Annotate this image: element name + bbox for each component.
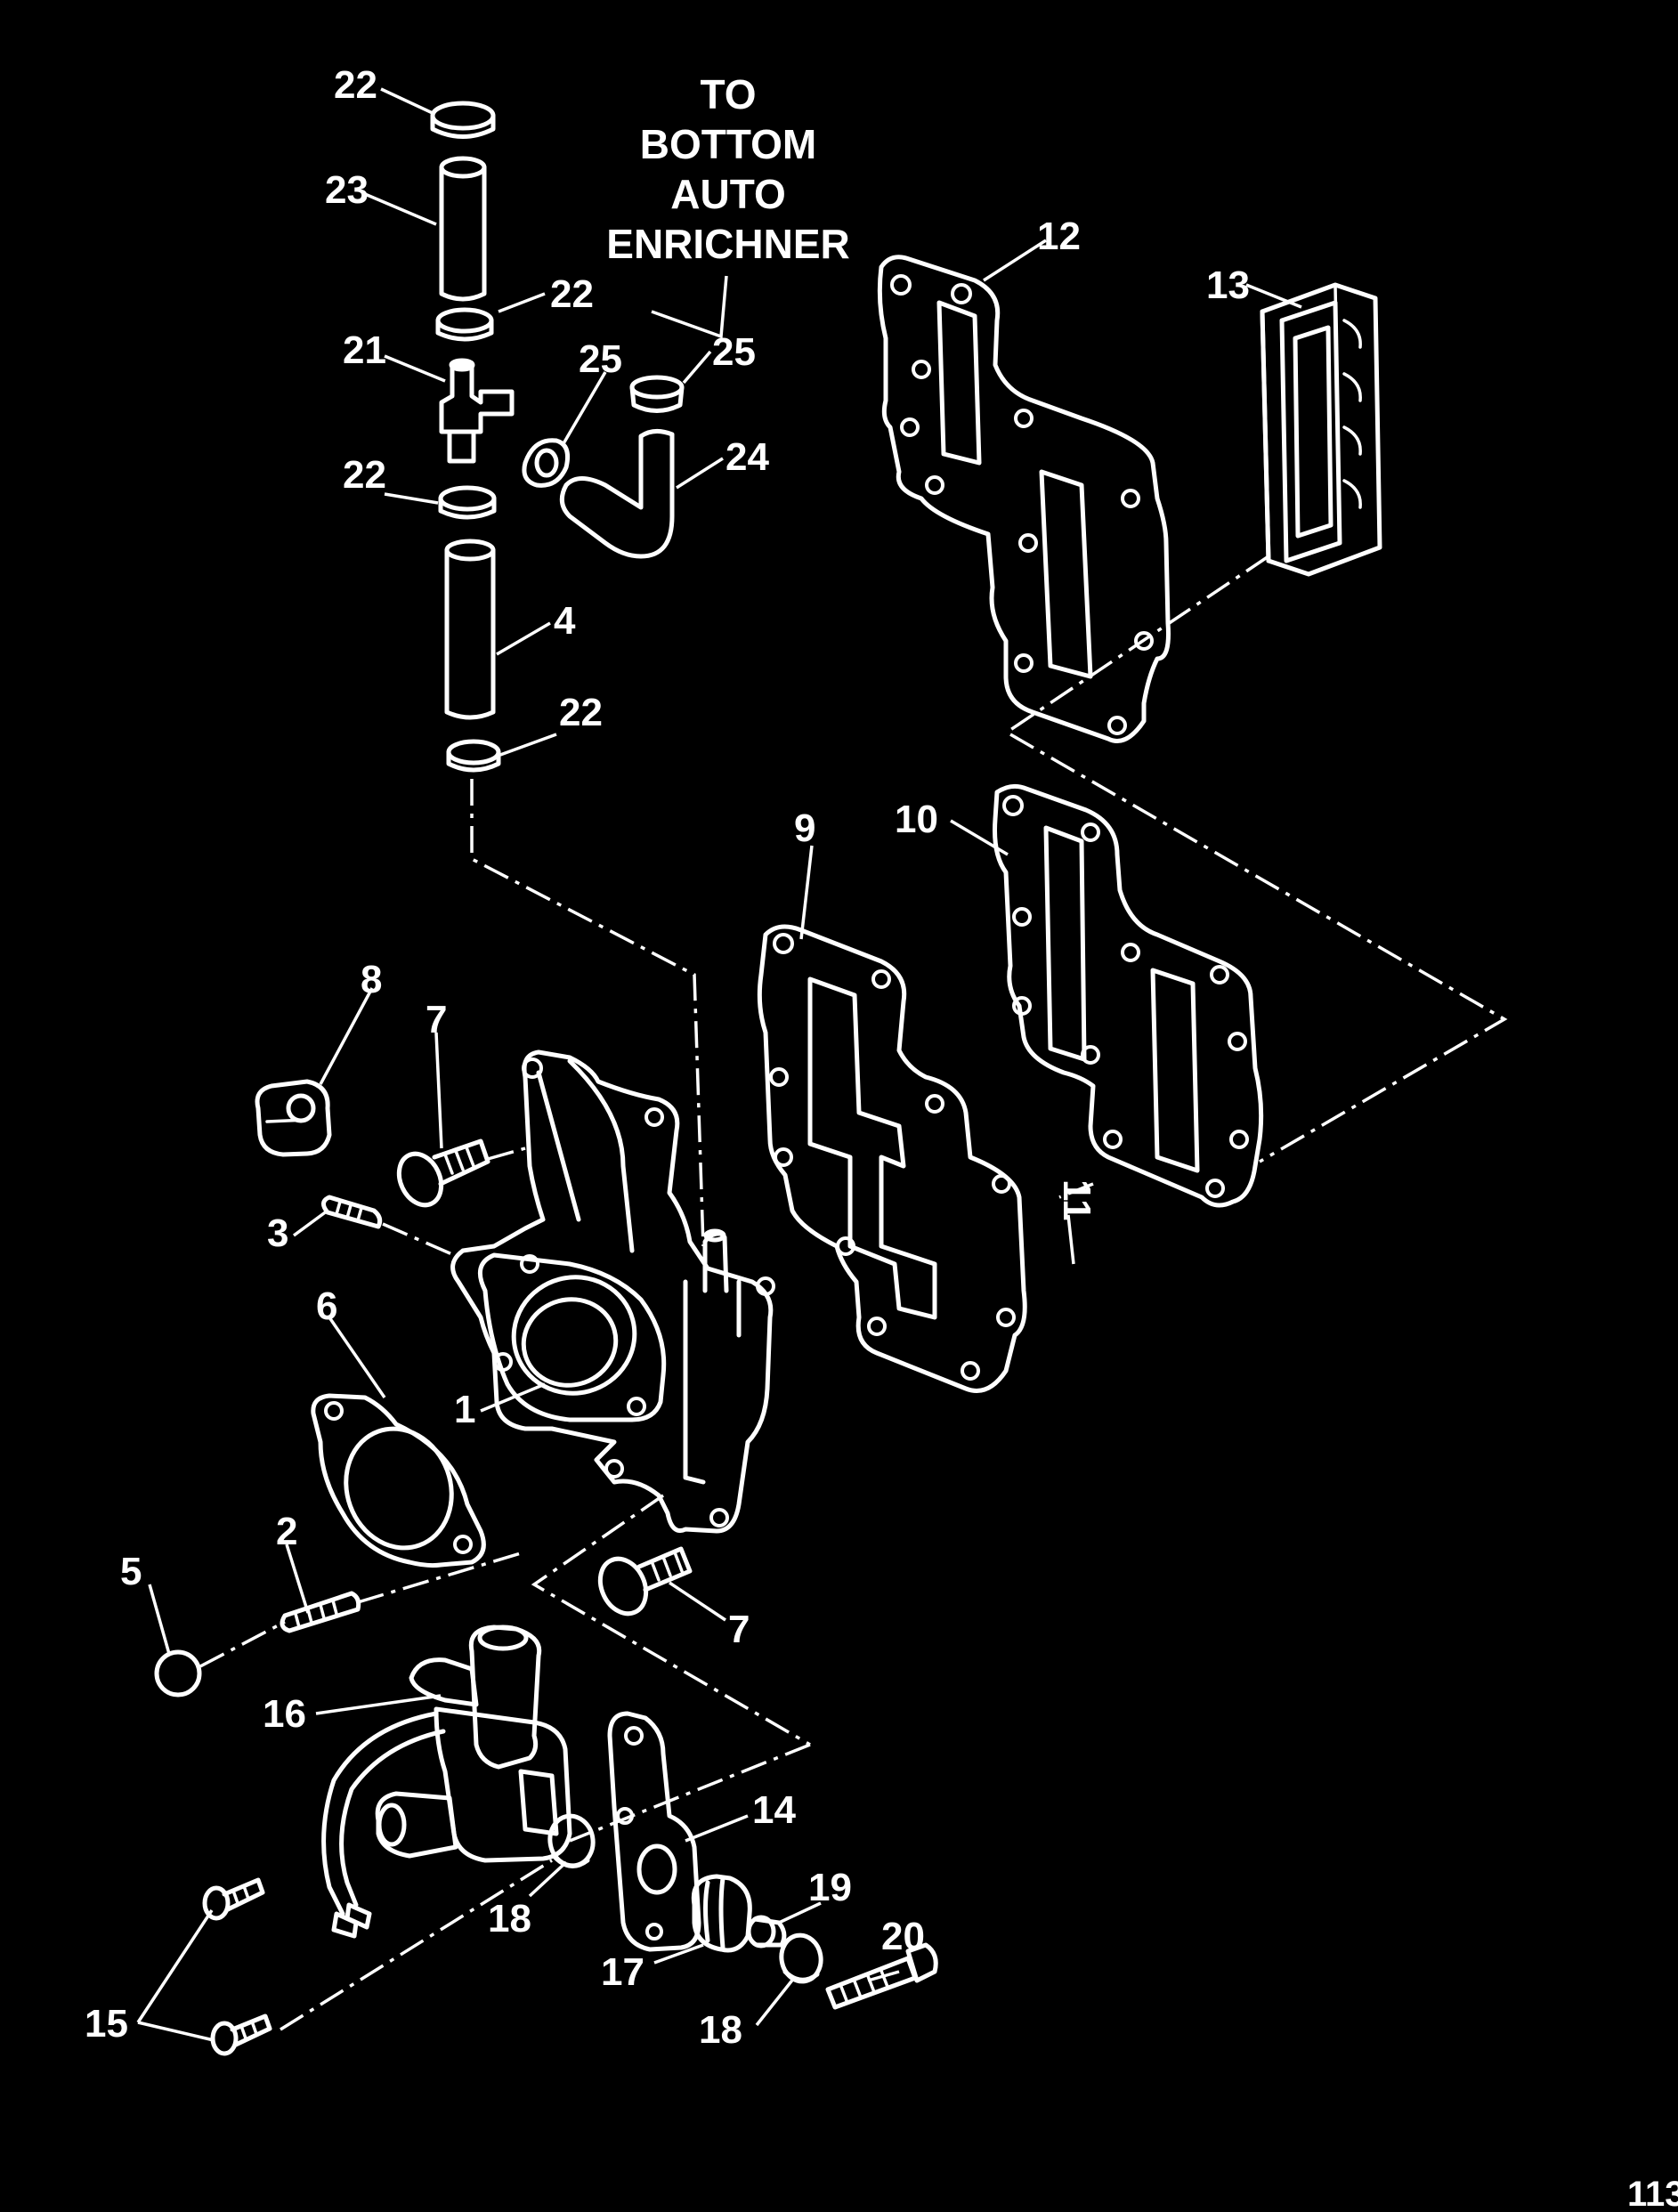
ring-25-right: [629, 375, 685, 413]
hose-clamp-22-second: [435, 307, 494, 342]
grommet-17: [691, 1874, 752, 1953]
elbow-hose-24: [559, 429, 675, 559]
callout-22: 22: [334, 63, 377, 107]
ring-25-left: [522, 438, 571, 488]
callout-16: 16: [263, 1692, 306, 1736]
callout-25: 25: [579, 337, 622, 381]
callout-21: 21: [343, 328, 386, 372]
reed-block-13: [1260, 282, 1382, 577]
callout-7: 7: [426, 998, 447, 1041]
hose-clamp-22-bottom: [446, 739, 501, 773]
callout-10: 10: [895, 798, 938, 841]
callout-4: 4: [554, 599, 576, 643]
note-to-bottom-auto-enrichner: TO BOTTOM AUTO ENRICHNER: [606, 71, 849, 267]
screw-7-lower: [597, 1546, 693, 1616]
callout-3: 3: [267, 1211, 288, 1255]
stud-2: [280, 1591, 361, 1633]
washer-18-left: [547, 1813, 596, 1868]
note-line-4: ENRICHNER: [606, 221, 849, 267]
note-line-2: BOTTOM: [640, 121, 816, 167]
callout-20: 20: [881, 1915, 925, 1958]
callout-22: 22: [550, 272, 594, 316]
note-line-3: AUTO: [670, 171, 786, 217]
callout-12: 12: [1037, 215, 1081, 258]
bracket-14: [607, 1711, 701, 1952]
gasket-6: [311, 1393, 486, 1568]
reference-number: 11375: [1627, 2175, 1678, 2212]
hose-assembly: [430, 101, 685, 773]
callout-11: 11: [1055, 1179, 1098, 1221]
callout-15: 15: [85, 2002, 128, 2046]
callout-22: 22: [559, 691, 603, 734]
bushing-8: [255, 1079, 332, 1157]
washer-18-right: [779, 1932, 823, 1984]
callout-13: 13: [1206, 263, 1250, 307]
tee-fitting-21: [439, 358, 515, 464]
hose-clamp-22-third: [438, 485, 497, 520]
hose-4: [444, 539, 496, 720]
callout-2: 2: [276, 1510, 297, 1553]
callout-7: 7: [728, 1608, 750, 1651]
callout-14: 14: [752, 1788, 796, 1832]
callout-5: 5: [120, 1550, 142, 1593]
screw-15-lower: [210, 2013, 272, 2056]
pin-3: [321, 1195, 383, 1229]
callout-9: 9: [794, 806, 815, 850]
gasket-9: [757, 924, 1027, 1393]
intake-manifold-1: [450, 1049, 775, 1534]
callout-22: 22: [343, 453, 386, 497]
hose-23: [439, 156, 487, 302]
assembly-lines: [199, 555, 1508, 2031]
callout-8: 8: [361, 958, 382, 1001]
screw-7-upper: [396, 1138, 490, 1208]
callout-1: 1: [454, 1388, 475, 1431]
callout-labels: 22 23 22 21 25 25 24 22 4 22 12 13 9 10 …: [85, 63, 1250, 2052]
callout-18: 18: [488, 1897, 531, 1941]
solenoid-valve-16: [321, 1625, 572, 1939]
screw-15-upper: [202, 1877, 265, 1921]
gasket-12: [877, 255, 1171, 743]
callout-6: 6: [316, 1284, 337, 1328]
callout-19: 19: [808, 1866, 852, 1909]
callout-25: 25: [712, 330, 756, 374]
callout-17: 17: [601, 1950, 644, 1994]
bolt-20: [825, 1942, 938, 2010]
leader-lines: [136, 87, 1302, 2042]
ball-5: [154, 1649, 202, 1697]
callout-24: 24: [726, 435, 769, 479]
gasket-10: [993, 783, 1264, 1208]
note-line-1: TO: [700, 71, 756, 117]
callout-23: 23: [325, 168, 369, 212]
hose-clamp-22-top: [430, 101, 496, 139]
callout-18: 18: [699, 2008, 742, 2052]
